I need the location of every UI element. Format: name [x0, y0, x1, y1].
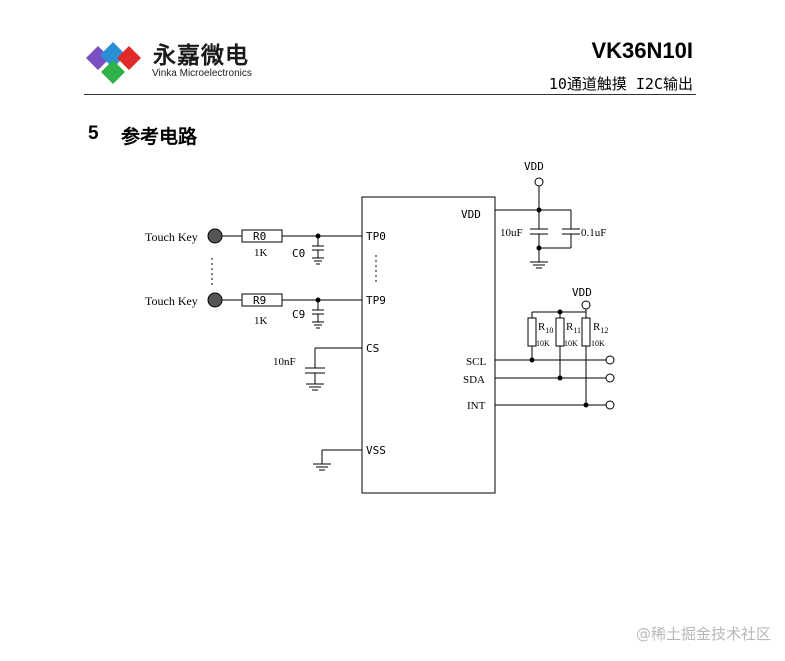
- pin-tp0: TP0: [366, 230, 386, 243]
- cap-0-1uf: 0.1uF: [581, 227, 606, 239]
- touch-key-label-2: Touch Key: [145, 294, 198, 308]
- vinka-logo-icon: [86, 42, 141, 84]
- logo-english-name: Vinka Microelectronics: [152, 68, 252, 79]
- section-title: 参考电路: [121, 126, 198, 148]
- r0-name: R0: [253, 230, 266, 243]
- r10-name: R10: [538, 321, 553, 335]
- section-number: 5: [88, 123, 99, 144]
- r9-value: 1K: [254, 315, 268, 327]
- watermark: @稀土掘金技术社区: [635, 625, 771, 643]
- header-divider: [84, 94, 696, 95]
- logo-chinese-name: 永嘉微电: [153, 43, 249, 69]
- resistor-r10: [527, 317, 537, 347]
- r12-value: 10K: [591, 339, 605, 348]
- cap-10uf: 10uF: [500, 227, 523, 239]
- pin-scl: SCL: [466, 356, 486, 368]
- r10-value: 10K: [536, 339, 550, 348]
- pin-vss: VSS: [366, 444, 386, 457]
- pin-sda: SDA: [463, 374, 485, 386]
- r11-value: 10K: [564, 339, 578, 348]
- c0-label: C0: [292, 247, 305, 260]
- c9-label: C9: [292, 308, 305, 321]
- pin-int: INT: [467, 400, 486, 412]
- vdd-label-pullup: VDD: [572, 286, 592, 299]
- resistor-r11: [555, 317, 565, 347]
- pin-vdd: VDD: [461, 208, 481, 221]
- pin-tp9: TP9: [366, 294, 386, 307]
- document-subtitle: 10通道触摸 I2C输出: [548, 75, 693, 93]
- cs-cap-value: 10nF: [273, 356, 296, 368]
- vdd-label-top: VDD: [524, 160, 544, 173]
- pin-cs: CS: [366, 342, 379, 355]
- document-model-title: VK36N10I: [591, 38, 693, 63]
- r12-name: R12: [593, 321, 608, 335]
- r11-name: R11: [566, 321, 581, 335]
- ic-body: [361, 196, 496, 494]
- touch-key-pad-1: [207, 228, 223, 244]
- touch-key-label-1: Touch Key: [145, 230, 198, 244]
- r0-value: 1K: [254, 247, 268, 259]
- touch-key-pad-2: [207, 292, 223, 308]
- resistor-r12: [581, 317, 591, 347]
- r9-name: R9: [253, 294, 266, 307]
